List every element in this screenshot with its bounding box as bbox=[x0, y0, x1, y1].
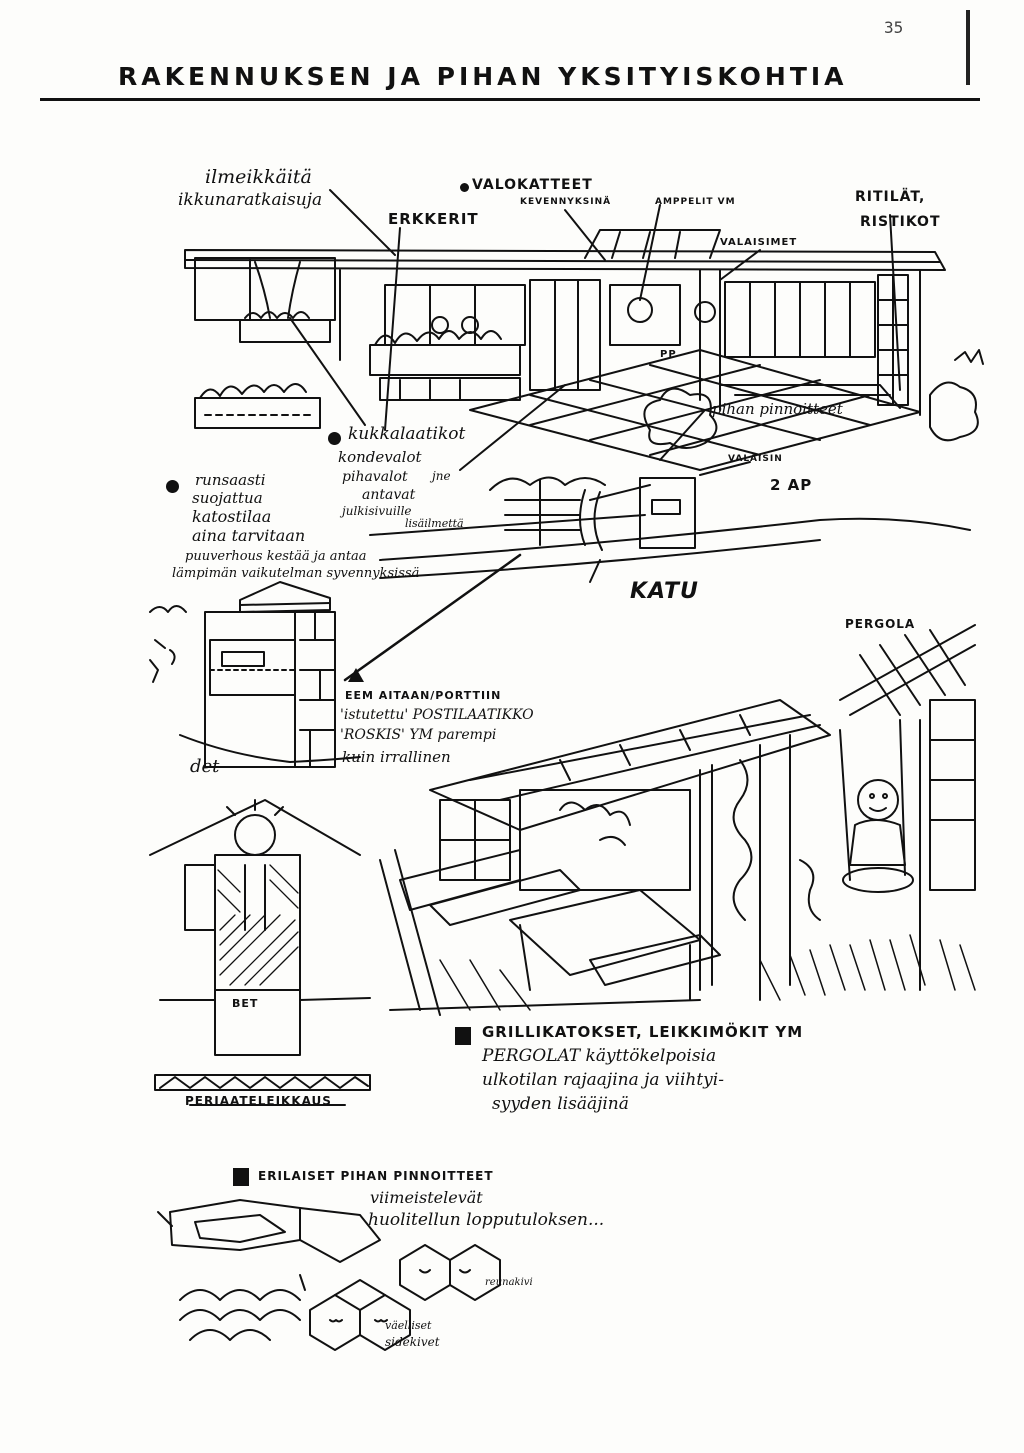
mailbox-note-3: 'ROSKIS' YM parempi bbox=[340, 727, 497, 743]
grill-note-2: PERGOLAT käyttökelpoisia bbox=[482, 1046, 717, 1066]
section-drawing bbox=[149, 799, 371, 1106]
label-sidekivet: sidekivet bbox=[385, 1335, 440, 1349]
label-bet: BET bbox=[232, 997, 259, 1010]
note-antavat: antavat bbox=[362, 487, 416, 503]
mailbox-note-2: 'istutettu' POSTILAATIKKO bbox=[340, 707, 534, 723]
label-amppelit: AMPPELIT VM bbox=[655, 197, 736, 207]
label-vaelliset: väelliset bbox=[385, 1319, 432, 1332]
note-runsaasti-3: katostilaa bbox=[192, 507, 272, 526]
label-periaateleikkaus: PERIAATELEIKKAUS bbox=[185, 1094, 332, 1108]
label-ikkunaratkaisuja: ikkunaratkaisuja bbox=[178, 190, 323, 210]
label-valokatteet: VALOKATTEET bbox=[472, 177, 593, 193]
bullet-triangle bbox=[348, 668, 364, 682]
note-kukkalaatikot: kukkalaatikot bbox=[348, 424, 466, 444]
bullet-dot bbox=[328, 432, 341, 445]
grill-note-3: ulkotilan rajaajina ja viihtyi- bbox=[482, 1070, 724, 1090]
bullet-square bbox=[233, 1168, 249, 1186]
bullet-dot bbox=[166, 480, 179, 493]
bullet-square bbox=[455, 1027, 471, 1045]
mailbox-note-1: EEM AITAAN/PORTTIIN bbox=[345, 689, 502, 702]
label-pihan-pinnoitteet: pihan pinnoitteet bbox=[712, 400, 843, 418]
bottom-note-viimeistelevat: viimeistelevät bbox=[370, 1188, 483, 1207]
note-puuverhous-1: puuverhous kestää ja antaa bbox=[185, 549, 367, 564]
page-number: 35 bbox=[884, 18, 904, 37]
paving-examples-sketch bbox=[157, 1199, 501, 1351]
house-sketch bbox=[184, 189, 984, 583]
label-reunakivi: reunakivi bbox=[485, 1277, 533, 1288]
grill-shelter-sketch bbox=[379, 624, 976, 1016]
bottom-note-erilaiset: ERILAISET PIHAN PINNOITTEET bbox=[258, 1169, 494, 1183]
note-runsaasti-1: runsaasti bbox=[195, 471, 266, 489]
note-lisailmetta: lisäilmettä bbox=[405, 517, 464, 530]
note-julkisivuille: julkisivuille bbox=[342, 504, 412, 518]
label-ilmeikkaita: ilmeikkäitä bbox=[205, 166, 312, 188]
bottom-note-huolitellun: huolitellun lopputuloksen... bbox=[368, 1210, 605, 1230]
note-pihavalot: pihavalot bbox=[342, 469, 408, 485]
label-ristikot: RISTIKOT bbox=[860, 214, 941, 230]
mailbox-note-4: kuin irrallinen bbox=[342, 748, 451, 766]
note-runsaasti-4: aina tarvitaan bbox=[192, 526, 306, 545]
label-kevennyksina: KEVENNYKSINÄ bbox=[520, 197, 612, 207]
grill-note-1: GRILLIKATOKSET, LEIKKIMÖKIT YM bbox=[482, 1023, 804, 1041]
label-det: det bbox=[190, 756, 220, 777]
mailbox-pillar-sketch bbox=[149, 553, 522, 768]
label-pp: PP bbox=[660, 349, 677, 360]
note-kondevalot: kondevalot bbox=[338, 448, 422, 466]
label-ritilat: RITILÄT, bbox=[855, 189, 926, 205]
note-jne: jne bbox=[432, 469, 451, 483]
label-valaisimet: VALAISIMET bbox=[720, 237, 798, 248]
label-pergola: PERGOLA bbox=[845, 617, 916, 631]
label-katu: KATU bbox=[630, 579, 699, 604]
note-puuverhous-2: lämpimän vaikutelman syvennyksissä bbox=[172, 566, 420, 581]
label-valaisin: VALAISIN bbox=[728, 454, 783, 464]
page-title: RAKENNUKSEN JA PIHAN YKSITYISKOHTIA bbox=[118, 62, 848, 91]
label-2ap: 2 AP bbox=[770, 476, 813, 494]
bullet-dot bbox=[460, 183, 469, 192]
label-erkkerit: ERKKERIT bbox=[388, 210, 479, 228]
scan-edge-mark bbox=[966, 10, 970, 85]
title-underline bbox=[40, 98, 980, 101]
note-runsaasti-2: suojattua bbox=[192, 489, 263, 507]
grill-note-4: syyden lisääjinä bbox=[492, 1094, 629, 1114]
